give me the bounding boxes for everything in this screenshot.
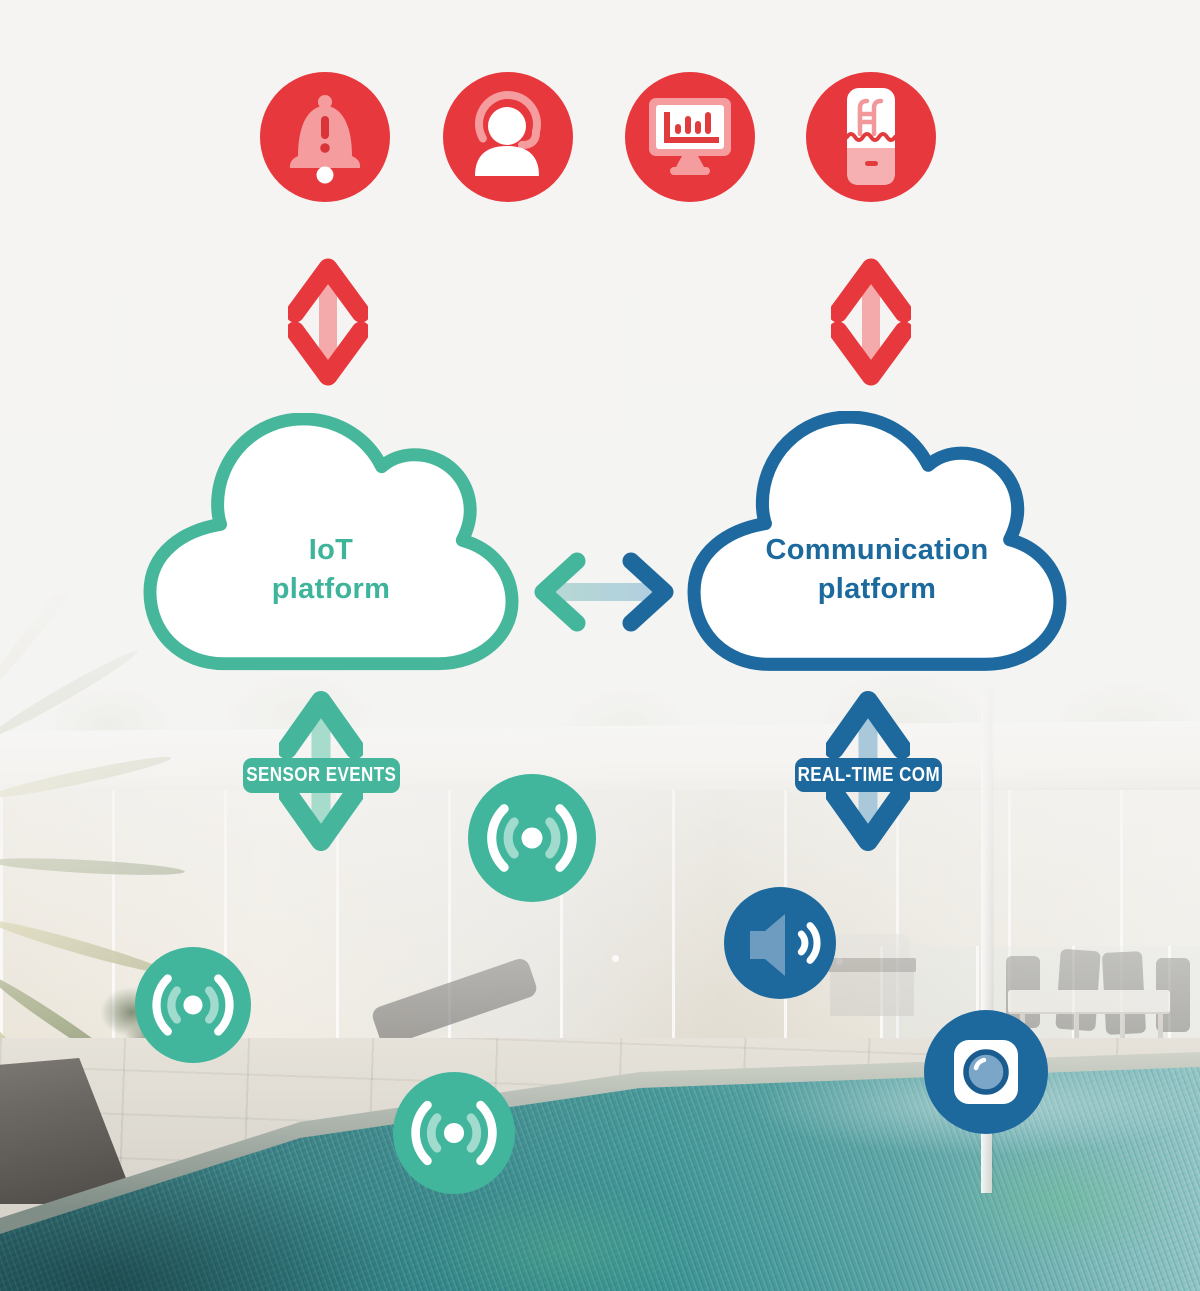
- communication-platform-label: Communication platform: [686, 531, 1068, 609]
- support-agent-icon: [443, 72, 573, 202]
- real-time-com-text: REAL-TIME COM: [797, 763, 940, 786]
- communication-platform-cloud: [686, 410, 1068, 679]
- wireless-sensor-icon: [393, 1072, 515, 1194]
- wireless-sensor-icon: [135, 947, 251, 1063]
- sensor-events-text: SENSOR EVENTS: [246, 764, 397, 786]
- alert-bell-icon: [260, 72, 390, 202]
- communication-cloud-line1: Communication: [765, 534, 989, 566]
- red-double-arrow-right: [828, 256, 914, 388]
- iot-cloud-line2: platform: [271, 573, 391, 605]
- camera-icon: [924, 1010, 1048, 1134]
- red-double-arrow-left: [285, 256, 371, 388]
- iot-platform-label: IoT platform: [142, 531, 520, 609]
- speaker-icon: [724, 887, 836, 999]
- iot-platform-cloud: [142, 412, 520, 677]
- sensor-events-double-arrow: [277, 687, 365, 855]
- cloud-link-double-arrow: [531, 552, 677, 632]
- stats-monitor-icon: [625, 72, 755, 202]
- pool-phone-icon: [806, 72, 936, 202]
- sensor-events-pill: SENSOR EVENTS: [243, 758, 400, 793]
- communication-cloud-line2: platform: [817, 573, 937, 605]
- real-time-com-pill: REAL-TIME COM: [795, 758, 942, 792]
- iot-cloud-line1: IoT: [308, 534, 354, 566]
- wireless-sensor-icon: [468, 774, 596, 902]
